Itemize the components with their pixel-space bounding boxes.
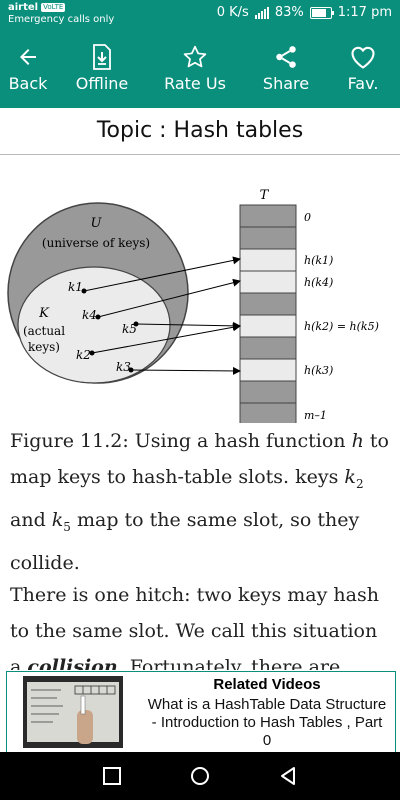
nav-back-button[interactable]	[276, 764, 300, 788]
k-label: K	[38, 306, 50, 321]
related-videos-card[interactable]: Related Videos What is a HashTable Data …	[6, 671, 396, 753]
carrier-name: airtel	[8, 2, 39, 13]
square-icon	[103, 767, 121, 785]
favourite-label: Fav.	[347, 74, 379, 93]
signal-icon	[254, 6, 269, 19]
hash-table-slots	[239, 204, 297, 423]
article-content[interactable]: U (universe of keys) K (actual keys) T 0…	[0, 155, 400, 670]
battery-percent: 83%	[274, 5, 304, 20]
slot-label-hk2k5: h(k2) = h(k5)	[304, 320, 379, 333]
back-button[interactable]: Back	[4, 28, 52, 108]
offline-button[interactable]: Offline	[74, 28, 130, 108]
rate-us-label: Rate Us	[164, 74, 226, 93]
hash-arrows	[83, 256, 241, 375]
slot-label-hk4: h(k4)	[304, 276, 333, 289]
offline-label: Offline	[75, 74, 129, 93]
table-label: T	[260, 188, 270, 203]
slot-label-hk3: h(k3)	[304, 364, 333, 377]
download-file-icon	[88, 43, 116, 71]
collision-paragraph: There is one hitch: two keys may hash to…	[10, 577, 390, 670]
rate-us-button[interactable]: Rate Us	[162, 28, 228, 108]
recents-button[interactable]	[100, 764, 124, 788]
figure-caption: Figure 11.2: Using a hash function h to …	[10, 430, 389, 574]
battery-icon	[309, 6, 334, 19]
circle-icon	[191, 767, 209, 785]
collision-term: collision	[27, 656, 118, 670]
emergency-text: Emergency calls only	[8, 14, 115, 25]
related-videos-title: Related Videos	[213, 676, 321, 693]
heart-icon	[349, 43, 377, 71]
volte-badge: VoLTE	[41, 2, 66, 12]
network-speed: 0 K/s	[216, 5, 249, 20]
share-label: Share	[262, 74, 310, 93]
key-k5: k5	[122, 322, 137, 336]
slot-label-hk1: h(k1)	[304, 254, 333, 267]
star-icon	[181, 43, 209, 71]
k-desc-1: (actual	[23, 324, 65, 338]
universe-desc: (universe of keys)	[42, 236, 150, 250]
topic-title: Topic : Hash tables	[0, 108, 400, 155]
triangle-back-icon	[281, 767, 295, 785]
universe-label: U	[91, 216, 103, 231]
key-k4: k4	[82, 308, 97, 322]
home-button[interactable]	[188, 764, 212, 788]
share-icon	[272, 43, 300, 71]
system-nav-bar	[0, 752, 400, 800]
slot-label-m1: m–1	[304, 409, 327, 422]
k-desc-2: keys)	[28, 340, 60, 354]
key-k3: k3	[116, 360, 131, 374]
status-right: 0 K/s 83% 1:17 pm	[217, 5, 392, 20]
slot-labels: 0 h(k1) h(k4) h(k2) = h(k5) h(k3) m–1	[304, 211, 379, 422]
video-thumbnail[interactable]	[23, 676, 123, 748]
related-video-description[interactable]: What is a HashTable Data Structure - Int…	[147, 696, 387, 749]
favourite-button[interactable]: Fav.	[340, 28, 386, 108]
arrow-left-icon	[14, 43, 42, 71]
hash-table-diagram: U (universe of keys) K (actual keys) T 0…	[7, 188, 379, 423]
key-labels: k1 k4 k5 k2 k3	[68, 280, 137, 374]
key-k2: k2	[76, 348, 91, 362]
toolbar: Back Offline Rate Us Share Fav.	[0, 28, 400, 108]
share-button[interactable]: Share	[260, 28, 312, 108]
back-label: Back	[8, 74, 48, 93]
slot-label-0: 0	[304, 211, 311, 224]
clock: 1:17 pm	[337, 5, 392, 20]
key-k1: k1	[68, 280, 83, 294]
